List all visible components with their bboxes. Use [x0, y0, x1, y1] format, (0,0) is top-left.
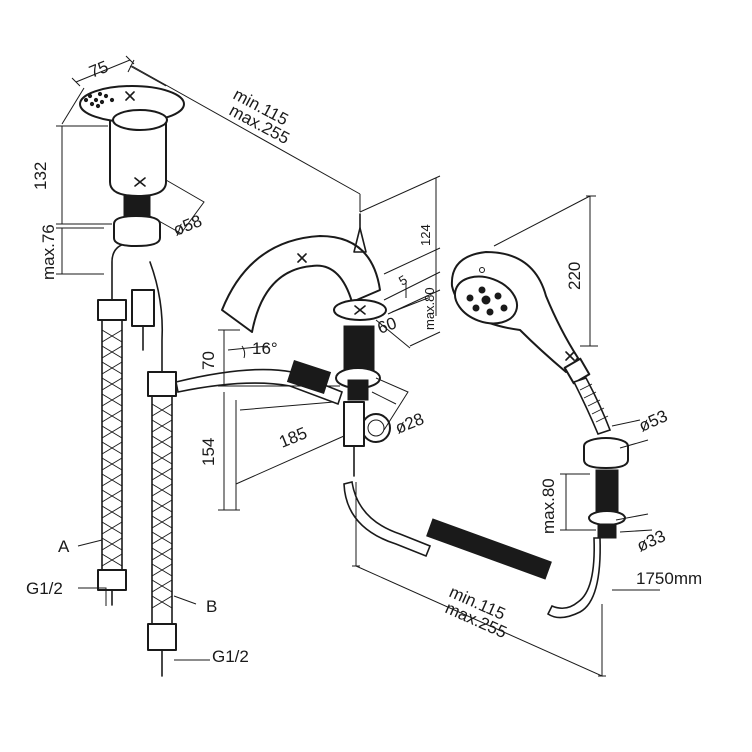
hose-braid [101, 329, 173, 609]
fitting-a-bottom [97, 569, 127, 591]
holder-threaded-stem [595, 469, 619, 517]
label-5: 5 [396, 272, 410, 289]
valve-assembly [79, 85, 185, 677]
label-16-degree: 16° [252, 339, 278, 358]
label-185: 185 [276, 423, 309, 451]
fitting-b-bottom [147, 623, 177, 651]
pull-out-hose [426, 518, 552, 580]
label-g12-left: G1/2 [26, 579, 63, 598]
label-b: B [206, 597, 217, 616]
shower-hose [546, 537, 601, 619]
dimension-lines [56, 55, 660, 677]
label-d28: ø28 [392, 409, 426, 438]
valve-inlet [131, 289, 155, 327]
label-max76: max.76 [39, 224, 58, 280]
label-max80-small: max.80 [422, 287, 437, 330]
fitting-a-top [97, 299, 127, 321]
handle-dots [83, 91, 115, 109]
label-d58: ø58 [170, 211, 204, 240]
label-a: A [58, 537, 70, 556]
label-132: 132 [31, 162, 50, 190]
label-75: 75 [86, 57, 111, 82]
spout-threaded-stem [343, 325, 375, 371]
spout-lever [353, 227, 367, 253]
valve-body [109, 119, 167, 197]
spout [221, 235, 381, 333]
hand-shower-assembly [450, 251, 629, 619]
cross-mark-icon [134, 177, 146, 187]
fitting-b-top [147, 371, 177, 397]
label-154: 154 [199, 438, 218, 466]
valve-cap [112, 109, 168, 131]
label-d53: ø53 [636, 406, 670, 435]
hose-b [151, 391, 173, 627]
label-max80: max.80 [539, 478, 558, 534]
label-hose-length: 1750mm [636, 569, 702, 588]
label-124: 124 [418, 224, 433, 246]
label-220: 220 [565, 262, 584, 290]
label-70: 70 [199, 351, 218, 370]
shower-nozzles [466, 286, 508, 316]
spout-assembly [175, 213, 552, 580]
label-g12-right: G1/2 [212, 647, 249, 666]
